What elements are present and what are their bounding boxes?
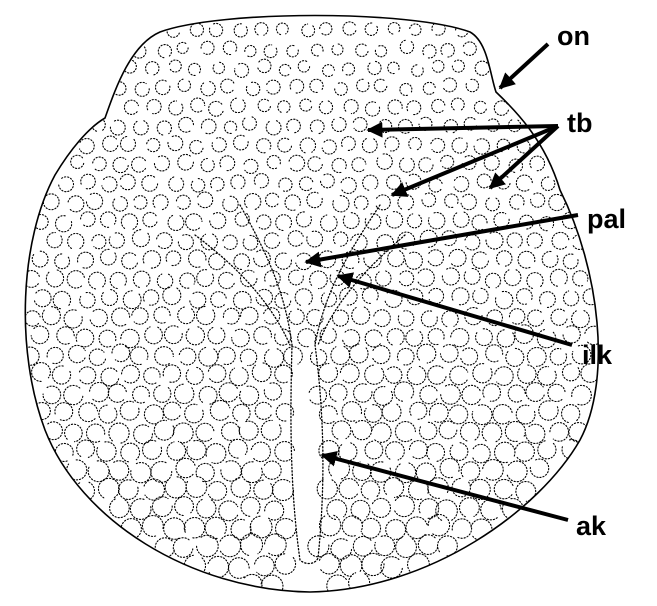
arrow-on: [500, 44, 548, 88]
label-pal: pal: [587, 204, 626, 234]
label-tb: tb: [567, 108, 592, 138]
label-ak: ak: [576, 511, 607, 541]
label-on: on: [557, 21, 590, 51]
label-ilk: ilk: [582, 340, 613, 370]
